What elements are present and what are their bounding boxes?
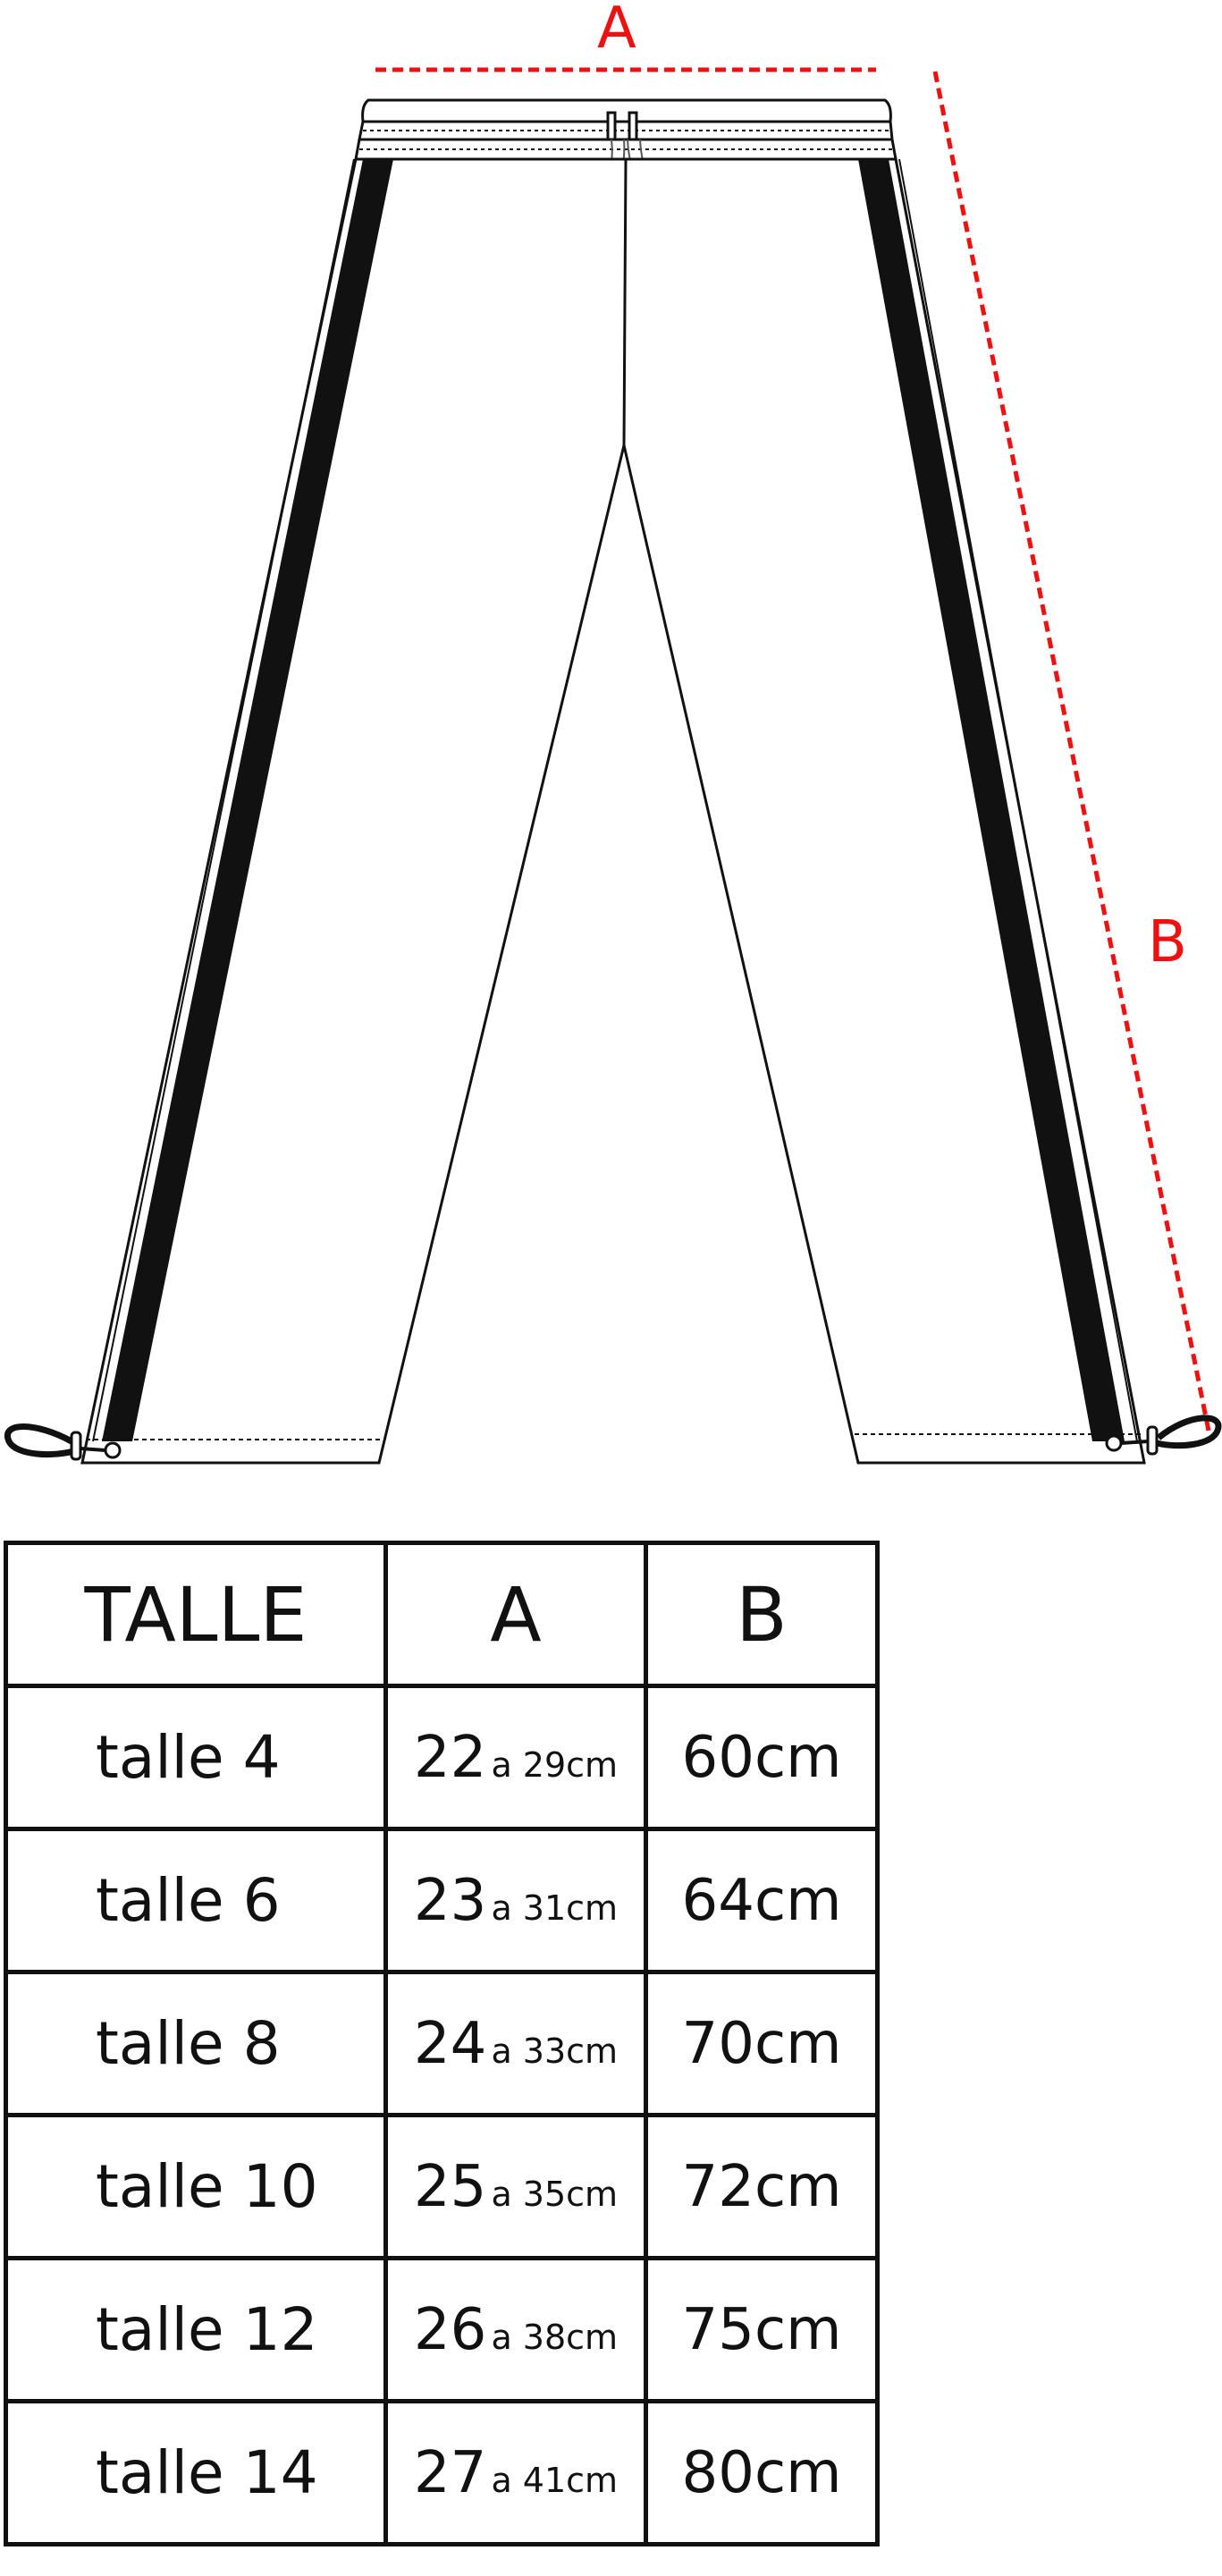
size-cell: talle 10 <box>4 2113 388 2260</box>
measure-b-cell: 72cm <box>644 2113 880 2260</box>
measure-b-cell: 80cm <box>644 2399 880 2546</box>
table-header-row: TALLE A B <box>4 1541 880 1688</box>
left-stripe-trim <box>92 158 355 1442</box>
header-b: B <box>644 1541 880 1688</box>
measure-a-min: 27 <box>413 2439 487 2506</box>
measure-b-cell: 60cm <box>644 1684 880 1831</box>
header-talle: TALLE <box>4 1541 388 1688</box>
measure-a-min: 23 <box>413 1867 487 1934</box>
measure-b-cell: 64cm <box>644 1827 880 1974</box>
left-ankle-cord <box>4 1423 122 1461</box>
pants-outline <box>80 157 1146 1465</box>
measure-a-cell: 26 a 38cm <box>383 2256 648 2403</box>
measure-a-cell: 23 a 31cm <box>383 1827 648 1974</box>
measure-a-max: a 33cm <box>491 2031 619 2071</box>
dimension-b-line <box>932 71 1211 1432</box>
dimension-a-label: A <box>597 0 636 62</box>
right-stripe <box>858 159 1125 1441</box>
measure-a-min: 22 <box>413 1724 487 1791</box>
right-ankle-cord <box>1105 1415 1222 1456</box>
measure-a-cell: 27 a 41cm <box>383 2399 648 2546</box>
size-cell: talle 12 <box>4 2256 388 2403</box>
measure-a-min: 26 <box>413 2296 487 2363</box>
measure-a-max: a 41cm <box>491 2460 619 2500</box>
left-stripe <box>102 159 393 1441</box>
dimension-b-label: B <box>1148 909 1187 976</box>
measure-a-max: a 35cm <box>491 2174 619 2214</box>
measure-a-min: 24 <box>413 2010 487 2077</box>
waistband <box>354 98 898 161</box>
measure-a-max: a 31cm <box>491 1888 619 1928</box>
header-a: A <box>383 1541 648 1688</box>
measure-a-cell: 25 a 35cm <box>383 2113 648 2260</box>
size-cell: talle 4 <box>4 1684 388 1831</box>
measure-a-cell: 24 a 33cm <box>383 1970 648 2117</box>
measure-a-max: a 38cm <box>491 2317 619 2357</box>
measure-a-min: 25 <box>413 2153 487 2220</box>
size-cell: talle 8 <box>4 1970 388 2117</box>
pants-illustration <box>4 67 1222 1465</box>
measure-a-cell: 22 a 29cm <box>383 1684 648 1831</box>
center-seam <box>622 158 628 446</box>
right-stripe-trim <box>898 158 1138 1442</box>
measure-b-cell: 75cm <box>644 2256 880 2403</box>
size-cell: talle 14 <box>4 2399 388 2546</box>
measure-a-max: a 29cm <box>491 1744 619 1785</box>
size-cell: talle 6 <box>4 1827 388 1974</box>
measure-b-cell: 70cm <box>644 1970 880 2117</box>
